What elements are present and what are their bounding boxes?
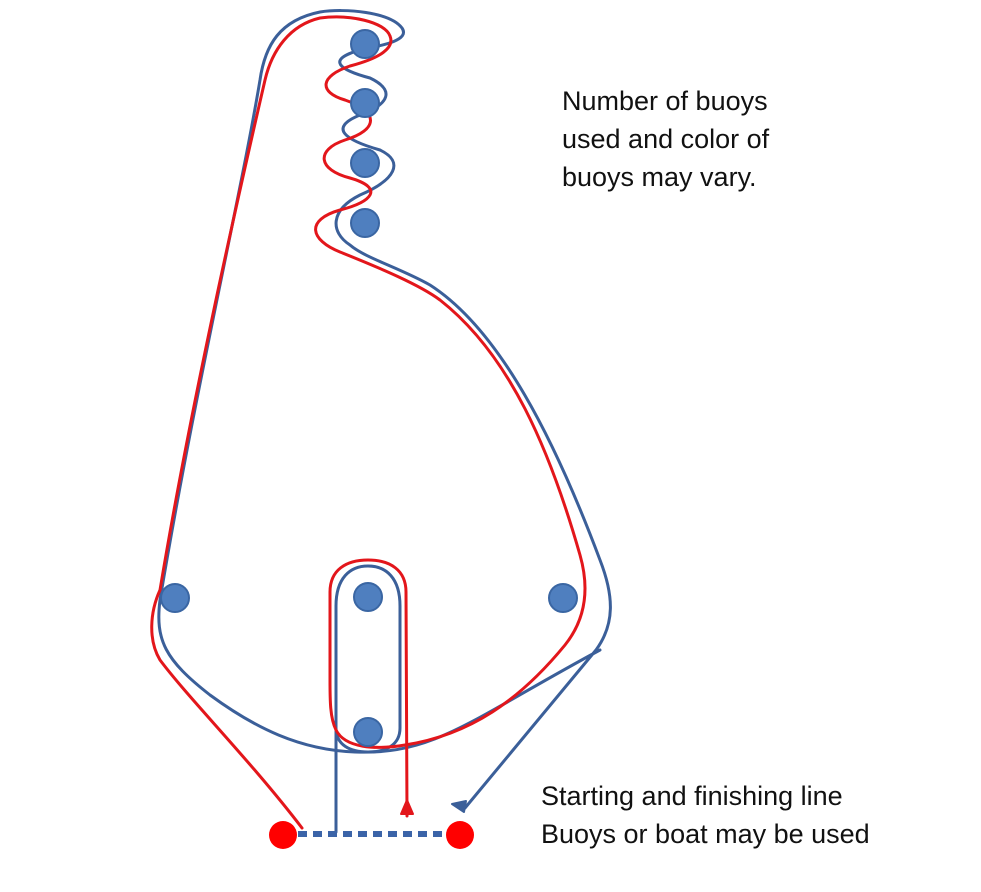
blue-route-stem (334, 564, 402, 834)
note-line: Starting and finishing line (541, 781, 843, 811)
start-buoy (269, 821, 297, 849)
buoy-variation-note: Number of buoys used and color of buoys … (562, 82, 769, 196)
course-buoy (548, 583, 578, 613)
course-buoy (350, 148, 380, 178)
course-buoy (160, 583, 190, 613)
note-line: buoys may vary. (562, 162, 757, 192)
course-buoys (160, 29, 578, 747)
start-finish-buoys (269, 821, 474, 849)
course-buoy (350, 29, 380, 59)
red-route-path (150, 15, 587, 830)
red-arrowhead (400, 799, 414, 815)
course-buoy (350, 208, 380, 238)
blue-route-path (157, 9, 612, 810)
note-line: Buoys or boat may be used (541, 819, 870, 849)
course-buoy (353, 717, 383, 747)
red-route-stem (328, 558, 409, 818)
course-buoy (350, 88, 380, 118)
note-line: Number of buoys (562, 86, 768, 116)
finish-buoy (446, 821, 474, 849)
note-line: used and color of (562, 124, 770, 154)
blue-arrowhead (451, 800, 467, 813)
start-finish-note: Starting and finishing line Buoys or boa… (541, 777, 870, 853)
course-buoy (353, 582, 383, 612)
